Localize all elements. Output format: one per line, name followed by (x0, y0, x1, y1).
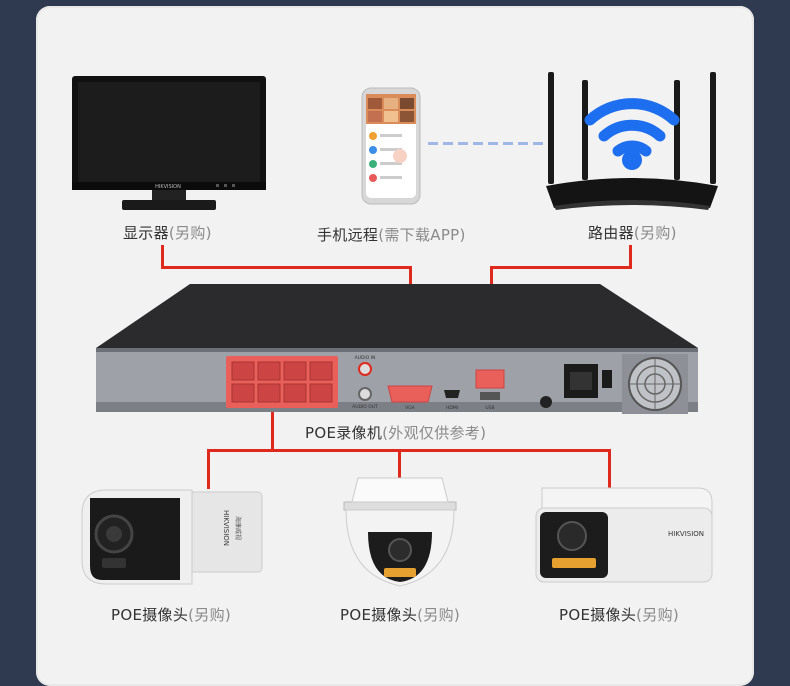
vga-label: VGA (405, 405, 416, 411)
camera-1-name: POE摄像头 (111, 606, 189, 624)
phone-note: (需下载APP) (378, 226, 466, 244)
wire-camera-2 (398, 449, 401, 479)
bullet-camera-icon: HIKVISION 海康威视 (81, 489, 263, 585)
smartphone-icon (361, 87, 421, 205)
camera-1-label: POE摄像头(另购) (111, 604, 231, 625)
wire-router-horizontal (490, 266, 632, 269)
camera-1-note: (另购) (188, 606, 232, 624)
usb-label: USB (485, 405, 494, 411)
wireless-link-dash (428, 142, 543, 145)
camera-2-label: POE摄像头(另购) (340, 604, 460, 625)
nvr-name: POE录像机 (305, 424, 383, 442)
camera-3-label: POE摄像头(另购) (559, 604, 679, 625)
hdmi-label: HDMI (446, 405, 458, 411)
audio-out-label: AUDIO OUT (352, 404, 378, 410)
wire-poe-down (271, 404, 274, 452)
bullet-camera-icon: HIKVISION (535, 487, 713, 583)
camera-3-name: POE摄像头 (559, 606, 637, 624)
phone-label: 手机远程(需下载APP) (317, 224, 466, 245)
phone-name: 手机远程 (317, 226, 379, 244)
wire-router-down (629, 245, 632, 269)
monitor-note: (另购) (168, 224, 212, 242)
wire-camera-bus (207, 449, 611, 452)
nvr-label: POE录像机(外观仅供参考) (305, 422, 486, 443)
monitor-name: 显示器 (123, 224, 169, 242)
camera-1-brand: HIKVISION (222, 510, 230, 546)
camera-1-sub: 海康威视 (234, 516, 242, 540)
router-name: 路由器 (588, 224, 634, 242)
nvr-recorder: AUDIO IN AUDIO OUT VGA HDMI USB (96, 284, 698, 414)
router-note: (另购) (633, 224, 677, 242)
nvr-note: (外观仅供参考) (382, 424, 487, 442)
monitor-icon: HIKVISION (72, 76, 266, 210)
wire-monitor-horizontal (161, 266, 412, 269)
wire-camera-3 (608, 449, 611, 489)
camera-3-brand: HIKVISION (668, 530, 704, 538)
camera-3-note: (另购) (636, 606, 680, 624)
wire-monitor-down (161, 245, 164, 269)
wire-camera-1 (207, 449, 210, 489)
monitor-brand: HIKVISION (155, 184, 181, 190)
monitor-label: 显示器(另购) (123, 222, 212, 243)
camera-2-note: (另购) (417, 606, 461, 624)
camera-2-name: POE摄像头 (340, 606, 418, 624)
router-label: 路由器(另购) (588, 222, 677, 243)
audio-in-label: AUDIO IN (355, 355, 376, 361)
wifi-router-icon (546, 72, 718, 210)
dome-camera-icon (343, 477, 457, 587)
